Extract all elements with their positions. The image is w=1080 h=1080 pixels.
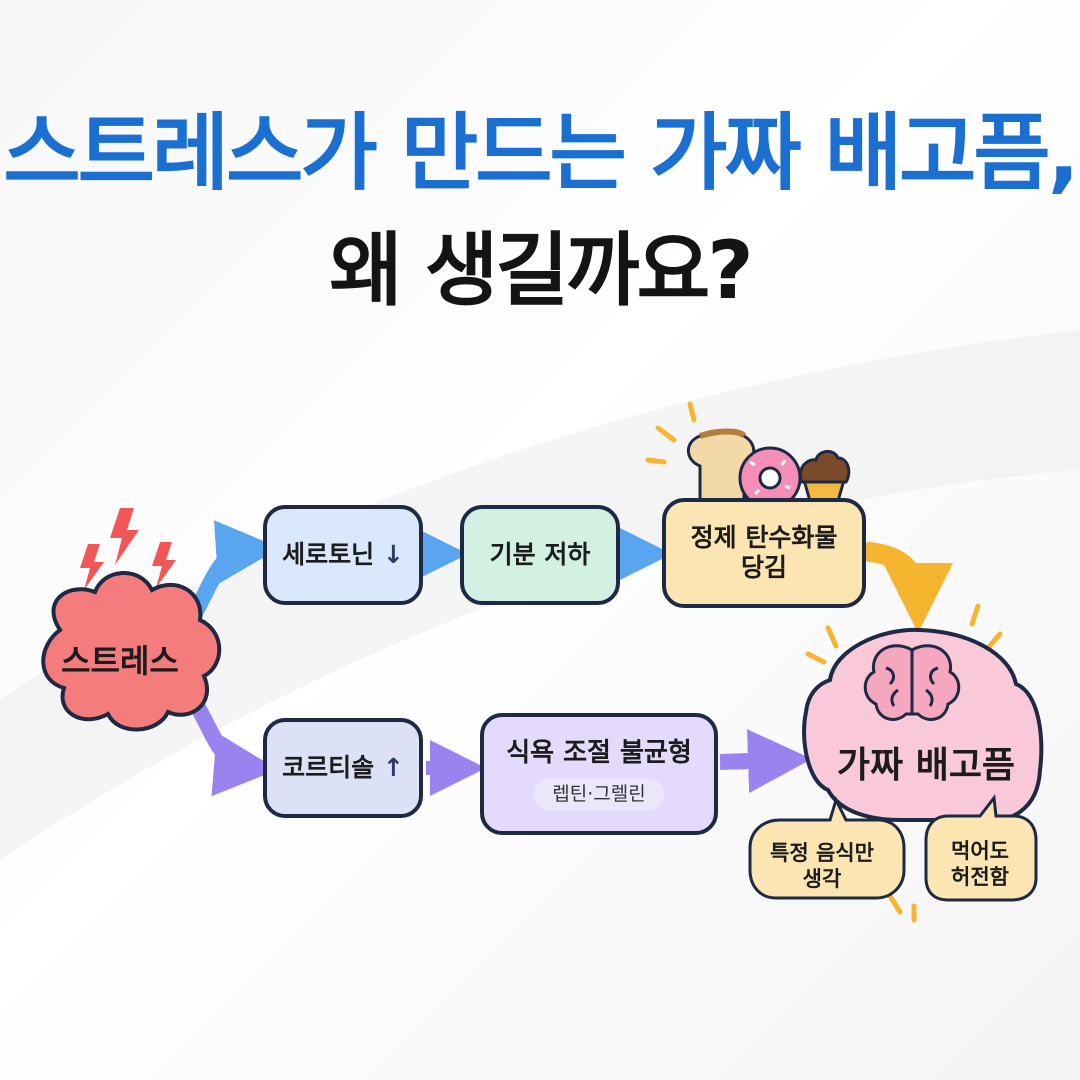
carb-craving-box: 정제 탄수화물 당김: [662, 498, 866, 608]
carb-craving-line2: 당김: [740, 553, 787, 582]
brain-icon: [863, 644, 961, 721]
appetite-imbalance-label: 식욕 조절 불균형: [506, 738, 692, 768]
carb-craving-line1: 정제 탄수화물: [690, 523, 838, 552]
cortisol-box: 코르티솔 ↑: [263, 718, 423, 818]
mood-decline-label: 기분 저하: [489, 540, 591, 569]
stress-cloud: [41, 571, 222, 732]
bubble-still-empty-text: 먹어도 허전함: [928, 838, 1032, 891]
arrow-carb-to-fake-hunger: [860, 542, 953, 633]
page-title: 스트레스가 만드는 가짜 배고픔,: [3, 104, 1079, 202]
bubble2-line2: 허전함: [951, 865, 1009, 890]
appetite-imbalance-box: 식욕 조절 불균형 렙틴·그렐린: [480, 713, 718, 835]
serotonin-label: 세로토닌: [282, 540, 375, 569]
bubble-specific-food-text: 특정 음식만 생각: [752, 840, 892, 893]
lightning-icon: [80, 508, 176, 590]
mood-decline-box: 기분 저하: [460, 505, 620, 605]
serotonin-box: 세로토닌 ↓: [263, 505, 423, 605]
arrow-appetite-to-fake-hunger: [719, 729, 812, 794]
arrow-up-icon: ↑: [382, 753, 404, 782]
bubble1-line1: 특정 음식만: [770, 841, 874, 865]
fake-hunger-bubble: [802, 627, 1044, 823]
stress-label: 스트레스: [61, 642, 179, 680]
cortisol-label: 코르티솔: [282, 753, 375, 782]
bubble-still-empty: [924, 794, 1038, 902]
bubble-specific-food: [748, 795, 906, 900]
arrow-stress-to-cortisol: [188, 696, 278, 797]
page-subtitle: 왜 생길까요?: [329, 224, 753, 317]
bubble1-line2: 생각: [802, 867, 842, 892]
arrow-down-icon: ↓: [382, 540, 404, 569]
fake-hunger-label: 가짜 배고픔: [836, 745, 1016, 786]
sparkle-lines: [645, 401, 1003, 923]
leptin-ghrelin-pill: 렙틴·그렐린: [534, 779, 664, 810]
bubble2-line1: 먹어도: [951, 839, 1009, 863]
